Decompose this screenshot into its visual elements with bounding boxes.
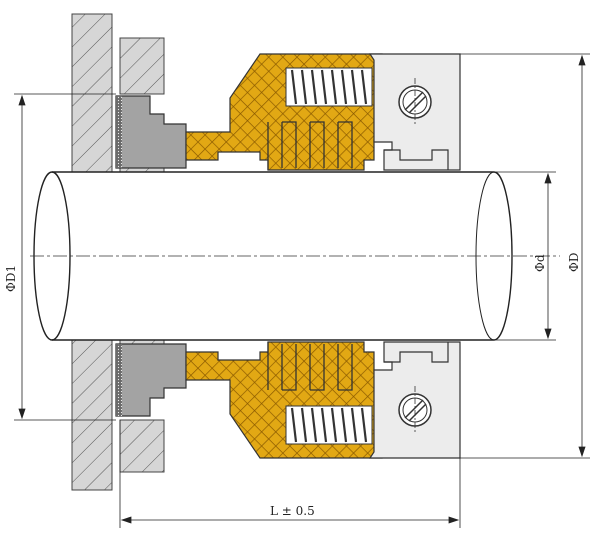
label-D1: ΦD1 — [4, 265, 18, 292]
dimension-L — [119, 420, 461, 528]
spring-coil-icon — [285, 67, 373, 445]
set-screw-icon — [398, 78, 432, 434]
bellows-convolutions — [267, 121, 353, 391]
dimension-D — [460, 53, 590, 459]
label-d: Φd — [533, 254, 547, 272]
shaft — [30, 171, 560, 341]
label-D: ΦD — [567, 253, 581, 272]
dimension-D1 — [14, 93, 116, 421]
stationary-seat — [115, 95, 187, 417]
label-L: L ± 0.5 — [270, 504, 315, 518]
dimension-d — [496, 171, 556, 341]
